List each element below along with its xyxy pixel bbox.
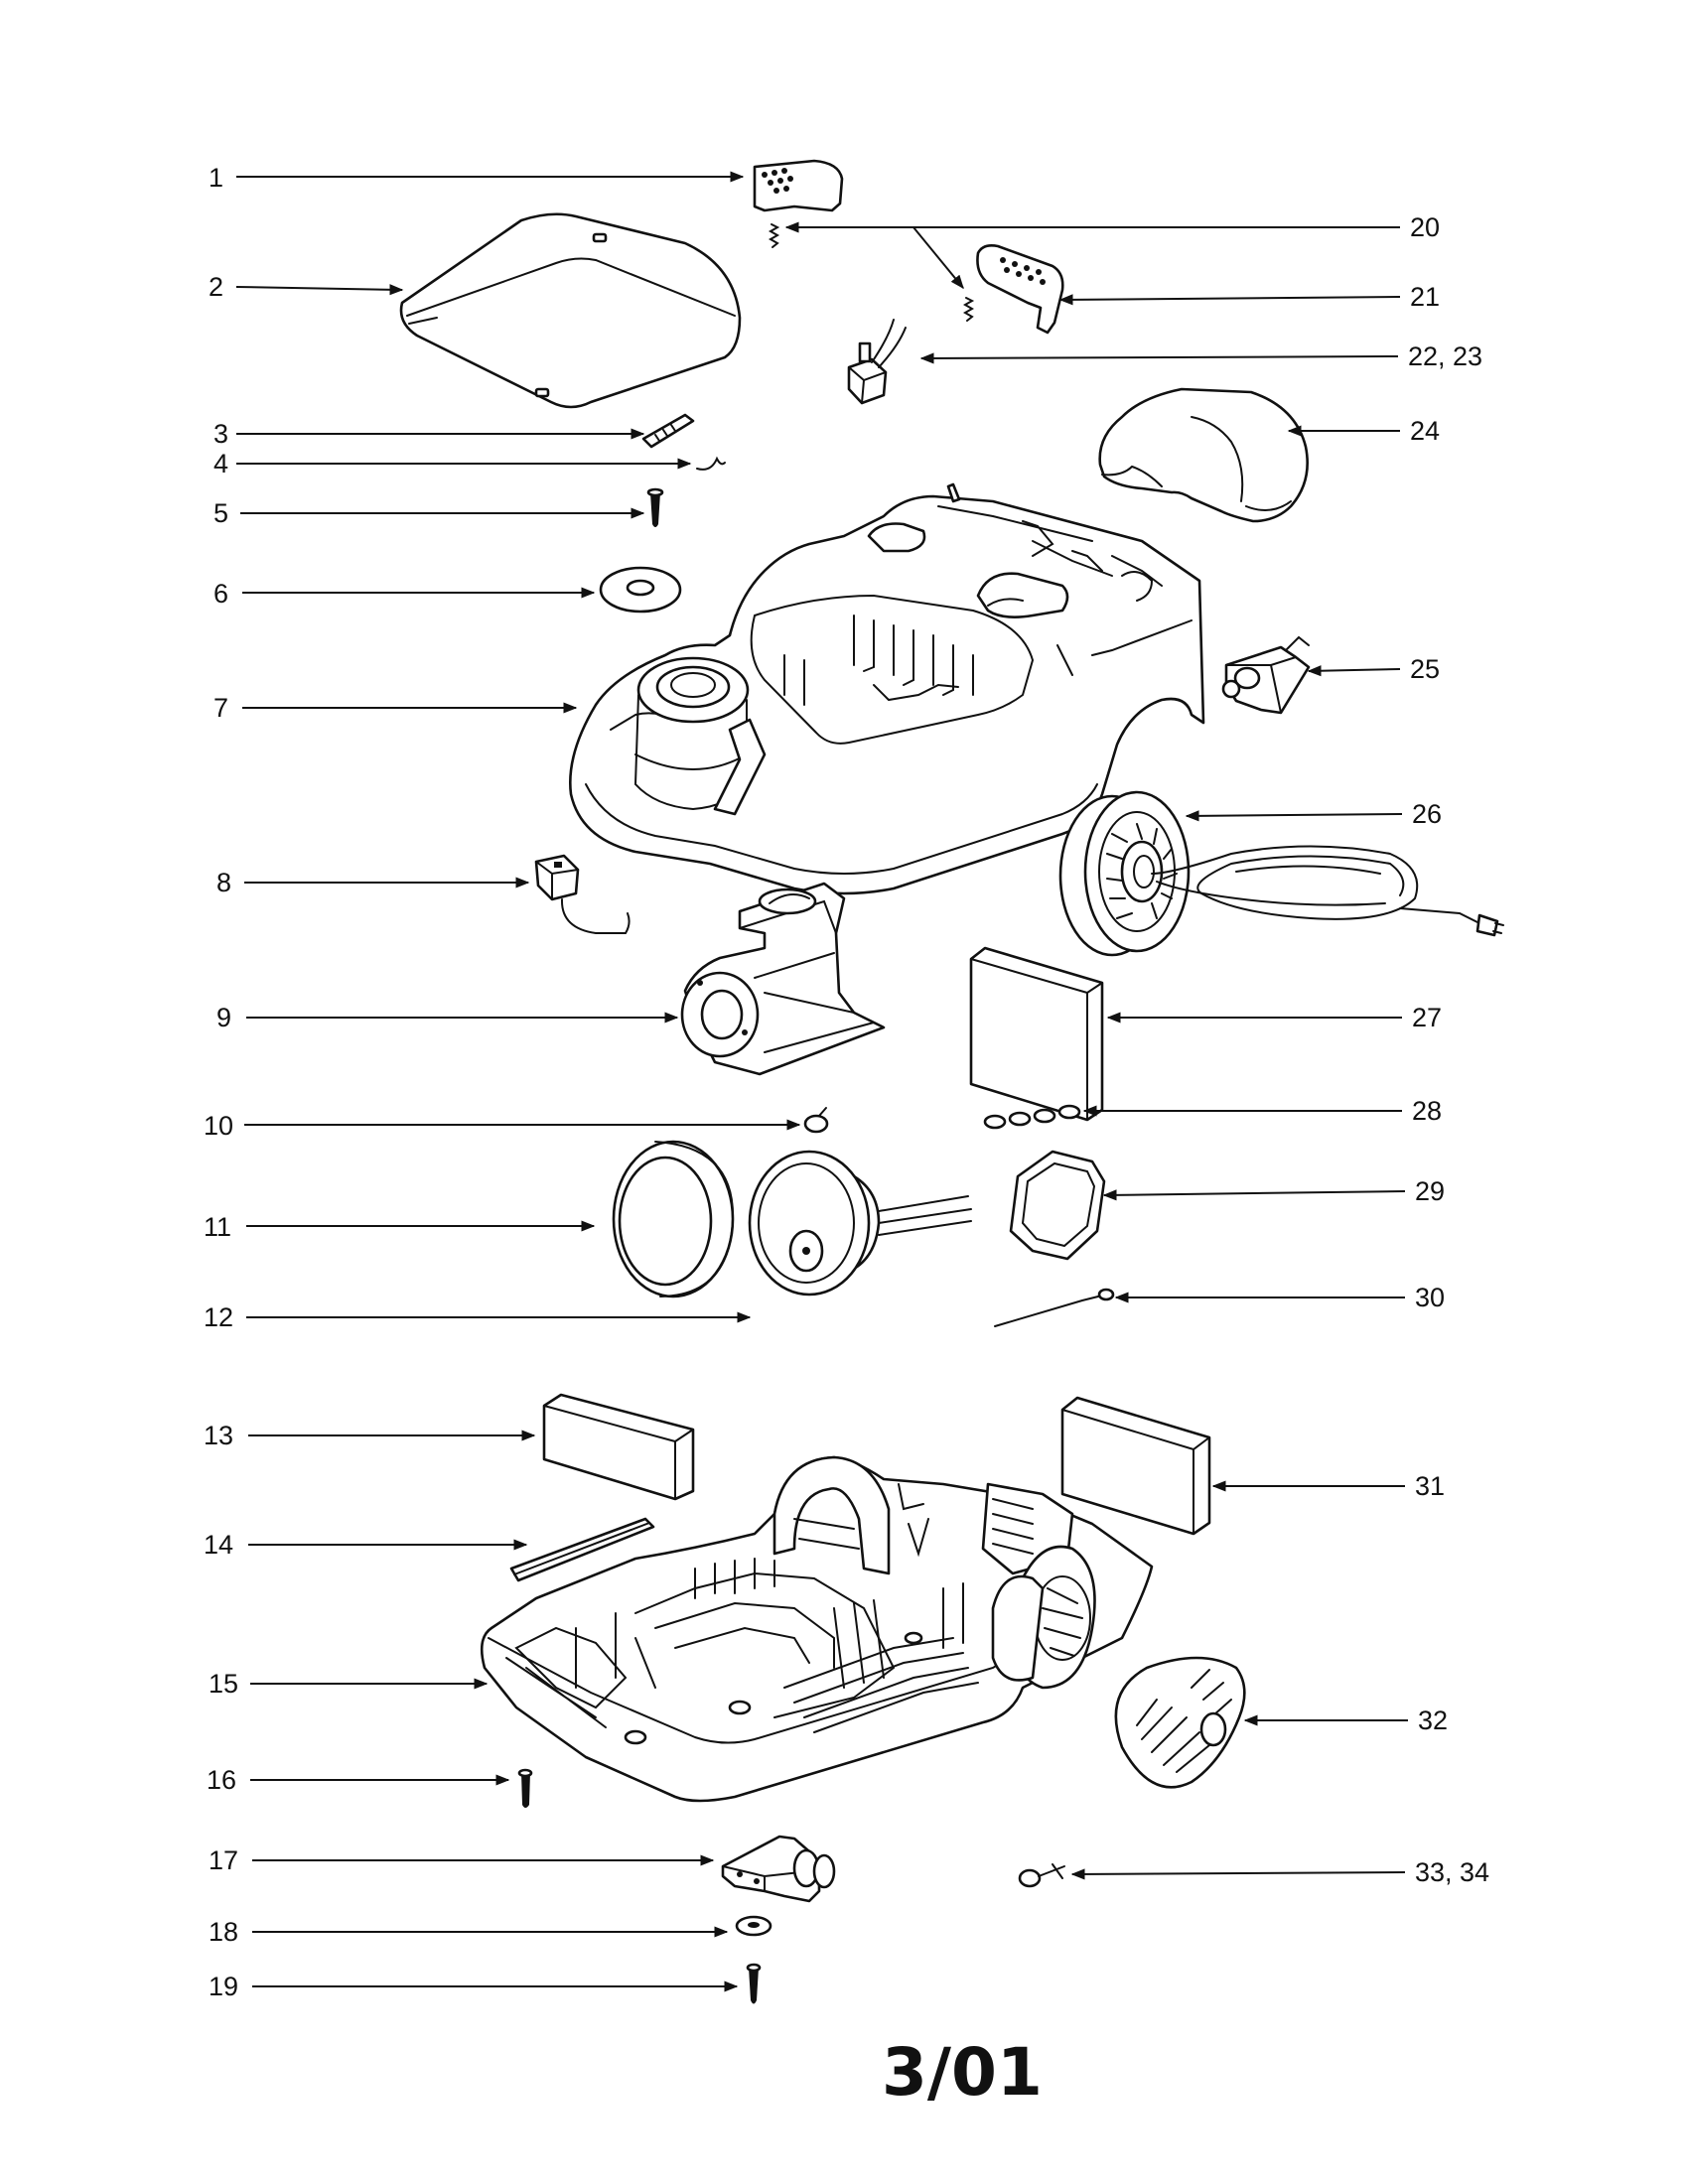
part-6-drawing (599, 566, 682, 614)
callouts: 1 2 3 4 5 6 7 8 (204, 163, 1489, 2001)
part-26-drawing (1058, 790, 1504, 957)
callout-29: 29 (1102, 1176, 1445, 1206)
part-5-drawing (646, 487, 664, 527)
part-24-drawing (1098, 387, 1309, 523)
callout-9: 9 (216, 1003, 679, 1032)
part-14-drawing (509, 1517, 655, 1582)
callout-label-2: 2 (209, 272, 223, 302)
part-18-drawing (735, 1915, 772, 1937)
part-30-drawing (994, 1288, 1115, 1327)
callout-8: 8 (216, 868, 530, 897)
callout-label-25: 25 (1410, 654, 1440, 684)
callout-4: 4 (213, 449, 692, 478)
callout-11: 11 (204, 1212, 596, 1242)
callout-5: 5 (213, 498, 645, 528)
callout-26: 26 (1185, 799, 1442, 829)
callout-label-32: 32 (1418, 1706, 1448, 1735)
part-17-drawing (721, 1835, 836, 1903)
callout-label-7: 7 (213, 693, 228, 723)
callout-label-20: 20 (1410, 212, 1440, 242)
part-33-34-drawing (1018, 1863, 1065, 1888)
part-32-drawing (1114, 1656, 1246, 1789)
callout-32: 32 (1243, 1706, 1448, 1735)
callout-19: 19 (209, 1972, 739, 2001)
callout-label-17: 17 (209, 1845, 238, 1875)
callout-33-34: 33, 34 (1070, 1857, 1489, 1887)
callout-label-16: 16 (207, 1765, 236, 1795)
part-9-drawing (680, 882, 886, 1076)
callout-label-31: 31 (1415, 1471, 1445, 1501)
part-31-drawing (1060, 1396, 1211, 1536)
part-25-drawing (1221, 635, 1311, 715)
callout-label-18: 18 (209, 1917, 238, 1947)
callout-31: 31 (1211, 1471, 1445, 1501)
callout-16: 16 (207, 1765, 510, 1795)
part-15-drawing (480, 1455, 1154, 1803)
part-4-drawing (696, 456, 726, 471)
callout-label-22-23: 22, 23 (1408, 341, 1482, 371)
callout-30: 30 (1114, 1283, 1445, 1312)
callout-3: 3 (213, 419, 645, 449)
part-21-drawing (976, 244, 1064, 335)
callout-15: 15 (209, 1669, 489, 1699)
callout-22-23: 22, 23 (919, 341, 1482, 371)
callout-label-13: 13 (204, 1421, 233, 1450)
callout-1: 1 (209, 163, 745, 193)
callout-21: 21 (1058, 282, 1440, 312)
callout-label-11: 11 (204, 1212, 231, 1242)
callout-label-14: 14 (204, 1530, 233, 1560)
part-20-drawing (768, 223, 975, 322)
callout-label-29: 29 (1415, 1176, 1445, 1206)
part-2-drawing (399, 212, 742, 409)
callout-10: 10 (204, 1111, 801, 1141)
callout-17: 17 (209, 1845, 715, 1875)
part-19-drawing (746, 1963, 762, 2004)
part-7-drawing (569, 482, 1205, 895)
callout-2: 2 (209, 272, 404, 302)
callout-14: 14 (204, 1530, 528, 1560)
part-3-drawing (641, 413, 695, 449)
part-22-23-drawing (847, 319, 907, 405)
callout-label-30: 30 (1415, 1283, 1445, 1312)
callout-label-6: 6 (213, 579, 228, 609)
part-28-drawing (983, 1104, 1081, 1130)
callout-label-27: 27 (1412, 1003, 1442, 1032)
callout-label-15: 15 (209, 1669, 238, 1699)
part-27-drawing (969, 946, 1104, 1122)
callout-label-4: 4 (213, 449, 228, 478)
footer-date: 3/01 (882, 2034, 1043, 2111)
callout-label-21: 21 (1410, 282, 1440, 312)
callout-18: 18 (209, 1917, 729, 1947)
callout-28: 28 (1082, 1096, 1442, 1126)
callout-label-26: 26 (1412, 799, 1442, 829)
callout-label-1: 1 (209, 163, 223, 193)
callout-label-24: 24 (1410, 416, 1440, 446)
callout-12: 12 (204, 1302, 752, 1332)
callout-label-3: 3 (213, 419, 228, 449)
callout-label-5: 5 (213, 498, 228, 528)
callout-7: 7 (213, 693, 578, 723)
part-29-drawing (1009, 1150, 1106, 1261)
part-13-drawing (542, 1393, 695, 1501)
callout-label-19: 19 (209, 1972, 238, 2001)
callout-24: 24 (1287, 416, 1440, 446)
callout-13: 13 (204, 1421, 536, 1450)
callout-25: 25 (1307, 654, 1440, 684)
part-11-drawing (612, 1140, 735, 1298)
part-1-drawing (753, 159, 844, 212)
callout-6: 6 (213, 579, 596, 609)
callout-label-10: 10 (204, 1111, 233, 1141)
part-16-drawing (517, 1768, 533, 1808)
callout-label-28: 28 (1412, 1096, 1442, 1126)
callout-label-8: 8 (216, 868, 231, 897)
callout-label-9: 9 (216, 1003, 231, 1032)
callout-27: 27 (1106, 1003, 1442, 1032)
part-10-drawing (803, 1107, 829, 1134)
part-12-drawing (748, 1150, 972, 1297)
callout-label-33-34: 33, 34 (1415, 1857, 1489, 1887)
callout-label-12: 12 (204, 1302, 233, 1332)
callout-20: 20 (784, 212, 1440, 290)
part-8-drawing (534, 854, 631, 934)
